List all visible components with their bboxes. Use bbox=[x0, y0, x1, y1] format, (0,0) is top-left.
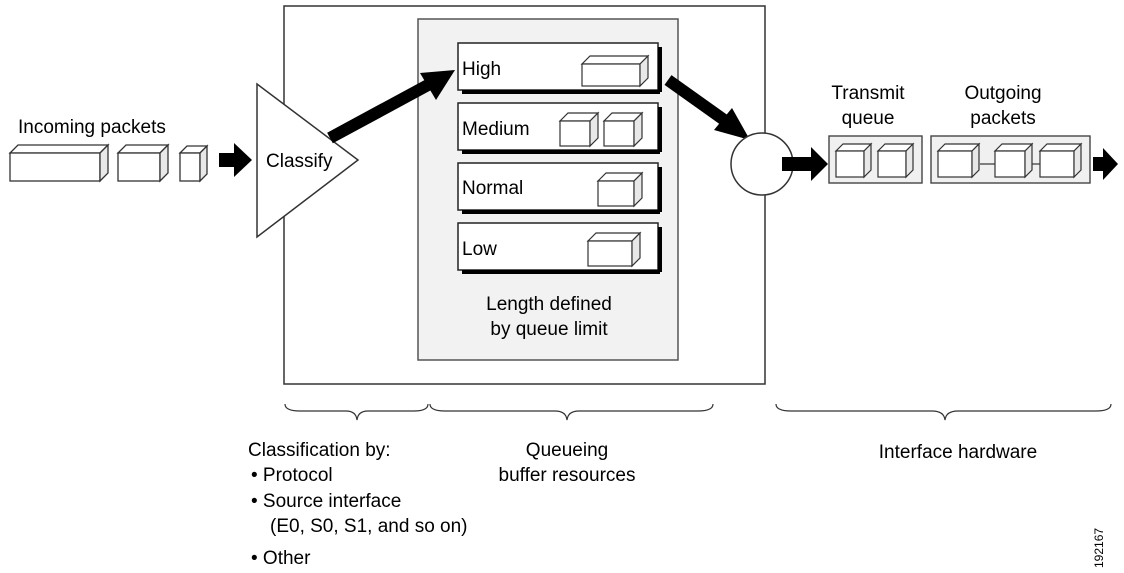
queue-caption-line1: Length defined bbox=[486, 294, 612, 315]
transmit-queue-label-line2: queue bbox=[842, 108, 895, 129]
queue-medium-packet-1 bbox=[558, 111, 600, 148]
brace-interface-hardware bbox=[775, 403, 1112, 421]
classification-item-protocol: • Protocol bbox=[251, 465, 333, 486]
arrow-head-high-to-scheduler bbox=[714, 108, 750, 140]
queue-medium-packet-2 bbox=[602, 111, 644, 148]
interface-hardware-label: Interface hardware bbox=[879, 442, 1037, 463]
queue-high-packet bbox=[580, 54, 650, 88]
arrow-to-transmit-queue bbox=[782, 147, 828, 181]
queue-normal-label: Normal bbox=[462, 178, 523, 199]
classification-item-source-interface: • Source interface bbox=[251, 491, 401, 512]
transmit-queue bbox=[828, 135, 923, 184]
classification-item-other: • Other bbox=[251, 548, 311, 569]
transmit-packet-1 bbox=[834, 142, 873, 179]
figure-id: 192167 bbox=[1092, 528, 1106, 568]
outgoing-packet-1 bbox=[936, 142, 981, 179]
transmit-packet-2 bbox=[876, 142, 915, 179]
outgoing-packets-label-line1: Outgoing bbox=[964, 83, 1041, 104]
classify-label: Classify bbox=[266, 151, 333, 172]
outgoing-packets bbox=[930, 135, 1091, 184]
queue-caption-line2: by queue limit bbox=[490, 319, 608, 340]
queue-low: Low bbox=[457, 222, 662, 274]
incoming-packets-label: Incoming packets bbox=[18, 117, 166, 138]
brace-classification bbox=[284, 403, 429, 421]
brace-queueing bbox=[429, 403, 714, 421]
outgoing-packet-3 bbox=[1038, 142, 1083, 179]
queue-medium-label: Medium bbox=[462, 119, 530, 140]
queue-slots: High Medium bbox=[457, 42, 662, 274]
queue-low-packet bbox=[586, 231, 642, 268]
incoming-packet-small bbox=[178, 144, 209, 183]
classification-item-interfaces: (E0, S0, S1, and so on) bbox=[270, 516, 468, 537]
queue-high: High bbox=[457, 42, 662, 94]
queue-normal: Normal bbox=[457, 162, 662, 214]
queueing-label-line2: buffer resources bbox=[499, 465, 636, 486]
outgoing-packets-label-line2: packets bbox=[970, 108, 1035, 129]
arrow-head-classifier-to-high bbox=[420, 70, 455, 100]
outgoing-arrow bbox=[1093, 148, 1118, 180]
arrow-high-to-scheduler bbox=[664, 75, 731, 127]
arrow-classifier-to-high bbox=[327, 79, 431, 144]
incoming-packet-medium bbox=[116, 143, 170, 183]
queue-low-label: Low bbox=[462, 239, 497, 260]
queueing-label-line1: Queueing bbox=[526, 440, 608, 461]
arrow-into-classifier bbox=[219, 143, 252, 177]
classifier-triangle bbox=[256, 82, 360, 239]
incoming-packet-large bbox=[8, 143, 110, 183]
queue-normal-packet bbox=[596, 171, 644, 208]
transmit-queue-label-line1: Transmit bbox=[831, 83, 905, 104]
incoming-packets bbox=[8, 143, 209, 183]
classification-title: Classification by: bbox=[248, 440, 391, 461]
queue-medium: Medium bbox=[457, 102, 662, 154]
queue-high-label: High bbox=[462, 59, 501, 80]
outgoing-packet-2 bbox=[993, 142, 1034, 179]
